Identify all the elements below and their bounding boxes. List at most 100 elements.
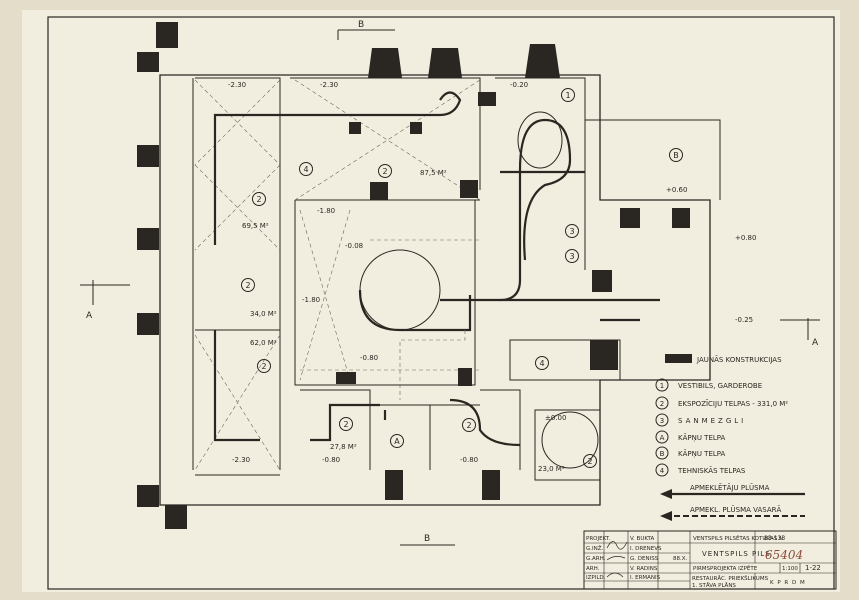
area-label: 87,5 M² bbox=[420, 169, 447, 177]
svg-text:A: A bbox=[660, 434, 665, 442]
signatures bbox=[606, 541, 628, 578]
svg-text:I. DRENEVS: I. DRENEVS bbox=[630, 546, 662, 552]
svg-text:2: 2 bbox=[466, 421, 471, 430]
room-marker: 4 bbox=[535, 356, 549, 370]
level-mark: -2.30 bbox=[232, 456, 250, 464]
room-marker: 2 bbox=[257, 359, 271, 373]
legend: JAUNĀS KONSTRUKCIJAS 1 VESTIBILS, GARDER… bbox=[655, 354, 805, 521]
area-label: 69,5 M² bbox=[242, 222, 269, 230]
svg-text:IZPILD.: IZPILD. bbox=[586, 575, 606, 581]
svg-text:3: 3 bbox=[569, 227, 574, 236]
level-mark: -2.30 bbox=[320, 81, 338, 89]
svg-text:88.X.: 88.X. bbox=[673, 556, 688, 562]
svg-text:K P R D M: K P R D M bbox=[770, 580, 806, 586]
room-marker: 2 bbox=[252, 192, 266, 206]
svg-text:4: 4 bbox=[660, 467, 665, 475]
legend-flow-summer: APMEKL. PLŪSMA VASARĀ bbox=[690, 505, 782, 514]
svg-text:2: 2 bbox=[587, 457, 592, 466]
level-mark: -1.80 bbox=[317, 207, 335, 215]
sheet-number: 1-22 bbox=[805, 564, 821, 572]
project-name: VENTSPILS PILS bbox=[702, 550, 771, 558]
svg-text:3: 3 bbox=[660, 417, 664, 425]
svg-text:2: 2 bbox=[660, 400, 664, 408]
level-mark: -0.20 bbox=[510, 81, 528, 89]
svg-text:4: 4 bbox=[539, 359, 544, 368]
legend-item: SANMEZGLI bbox=[678, 417, 746, 425]
level-mark: -2.30 bbox=[228, 81, 246, 89]
svg-text:3: 3 bbox=[569, 252, 574, 261]
svg-text:1: 1 bbox=[565, 91, 570, 100]
area-label: 34,0 M² bbox=[250, 310, 277, 318]
svg-text:A: A bbox=[394, 437, 400, 446]
legend-item: VESTIBILS, GARDEROBE bbox=[678, 382, 762, 390]
level-mark: -0.25 bbox=[735, 316, 753, 324]
svg-text:2: 2 bbox=[382, 167, 387, 176]
legend-flow: APMEKLĒTĀJU PLŪSMA bbox=[690, 483, 770, 492]
svg-text:V. RADINS: V. RADINS bbox=[630, 566, 658, 572]
svg-text:G.INŽ.: G.INŽ. bbox=[586, 544, 604, 552]
svg-text:G.ARH.: G.ARH. bbox=[586, 556, 606, 562]
visitor-flow-lines bbox=[213, 91, 660, 447]
title-block: PROJEKT. G.INŽ. G.ARH. ARH. IZPILD. V. B… bbox=[583, 530, 837, 590]
level-mark: +0.60 bbox=[666, 186, 687, 194]
svg-text:PIRMSPROJEKTA IZPĒTE: PIRMSPROJEKTA IZPĒTE bbox=[693, 565, 758, 572]
svg-text:ARH.: ARH. bbox=[586, 566, 600, 572]
svg-text:1:100: 1:100 bbox=[782, 566, 798, 572]
svg-text:I. ERMANIS: I. ERMANIS bbox=[630, 575, 661, 581]
svg-text:2: 2 bbox=[261, 362, 266, 371]
area-label: 23,0 M² bbox=[538, 465, 565, 473]
room-marker: B bbox=[669, 148, 683, 162]
room-marker: 3 bbox=[565, 249, 579, 263]
room-areas: 87,5 M² 69,5 M² 34,0 M² 62,0 M² 27,8 M² … bbox=[242, 169, 565, 473]
room-marker: 3 bbox=[565, 224, 579, 238]
section-marks: B B A A bbox=[80, 20, 820, 546]
building-walls bbox=[159, 74, 721, 506]
svg-text:V. BUKTA: V. BUKTA bbox=[630, 536, 654, 542]
room-marker: 2 bbox=[583, 454, 597, 468]
svg-text:G. DENISS: G. DENISS bbox=[630, 556, 659, 562]
organization: VENTSPILS PILSĒTAS KOTURAS N bbox=[693, 535, 783, 542]
svg-text:RESTAURĀC. PRIEKŠLIKUMS: RESTAURĀC. PRIEKŠLIKUMS bbox=[692, 575, 769, 582]
section-b-top: B bbox=[358, 20, 364, 30]
svg-text:2: 2 bbox=[343, 420, 348, 429]
level-marks: -2.30 -2.30 -0.20 +0.60 +0.80 -1.80 -0.0… bbox=[228, 81, 756, 464]
room-marker: 1 bbox=[561, 88, 575, 102]
drawing-frame bbox=[47, 16, 835, 590]
svg-text:2: 2 bbox=[245, 281, 250, 290]
section-a-right: A bbox=[812, 338, 819, 348]
section-a-left: A bbox=[86, 311, 93, 321]
room-marker: 2 bbox=[0, 0, 3, 2]
area-label: 62,0 M² bbox=[250, 339, 277, 347]
svg-text:B: B bbox=[673, 151, 679, 160]
level-mark: -0.08 bbox=[345, 242, 363, 250]
room-marker: 2 bbox=[241, 278, 255, 292]
level-mark: -0.80 bbox=[322, 456, 340, 464]
new-construction-blocks bbox=[137, 22, 690, 529]
room-marker: 2 bbox=[462, 418, 476, 432]
level-mark: -0.80 bbox=[360, 354, 378, 362]
svg-text:83-133: 83-133 bbox=[764, 535, 785, 542]
svg-text:2: 2 bbox=[256, 195, 261, 204]
svg-text:4: 4 bbox=[303, 165, 308, 174]
svg-text:1. STĀVA PLĀNS: 1. STĀVA PLĀNS bbox=[692, 582, 736, 589]
level-mark: ±0.00 bbox=[545, 414, 566, 422]
legend-item: KĀPŅU TELPA bbox=[678, 433, 726, 443]
legend-new-construction: JAUNĀS KONSTRUKCIJAS bbox=[696, 355, 782, 364]
legend-item: TEHNISKĀS TELPAS bbox=[677, 466, 746, 475]
legend-item: EKSPOZĪCIJU TELPAS - 331,0 M² bbox=[678, 399, 788, 408]
section-b-bottom: B bbox=[424, 534, 430, 544]
room-marker: 2 bbox=[378, 164, 392, 178]
svg-text:B: B bbox=[660, 450, 665, 458]
room-markers: 1 B 2 4 2 3 3 2 2 4 2 2 A 2 2 bbox=[0, 0, 683, 468]
level-mark: +0.80 bbox=[735, 234, 756, 242]
svg-text:1: 1 bbox=[660, 382, 664, 390]
svg-text:PROJEKT.: PROJEKT. bbox=[586, 536, 610, 542]
area-label: 27,8 M² bbox=[330, 443, 357, 451]
room-marker: 4 bbox=[299, 162, 313, 176]
room-marker: 2 bbox=[339, 417, 353, 431]
legend-item: KĀPŅU TELPA bbox=[678, 449, 726, 459]
room-marker: A bbox=[390, 434, 404, 448]
level-mark: -0.80 bbox=[460, 456, 478, 464]
level-mark: -1.80 bbox=[302, 296, 320, 304]
